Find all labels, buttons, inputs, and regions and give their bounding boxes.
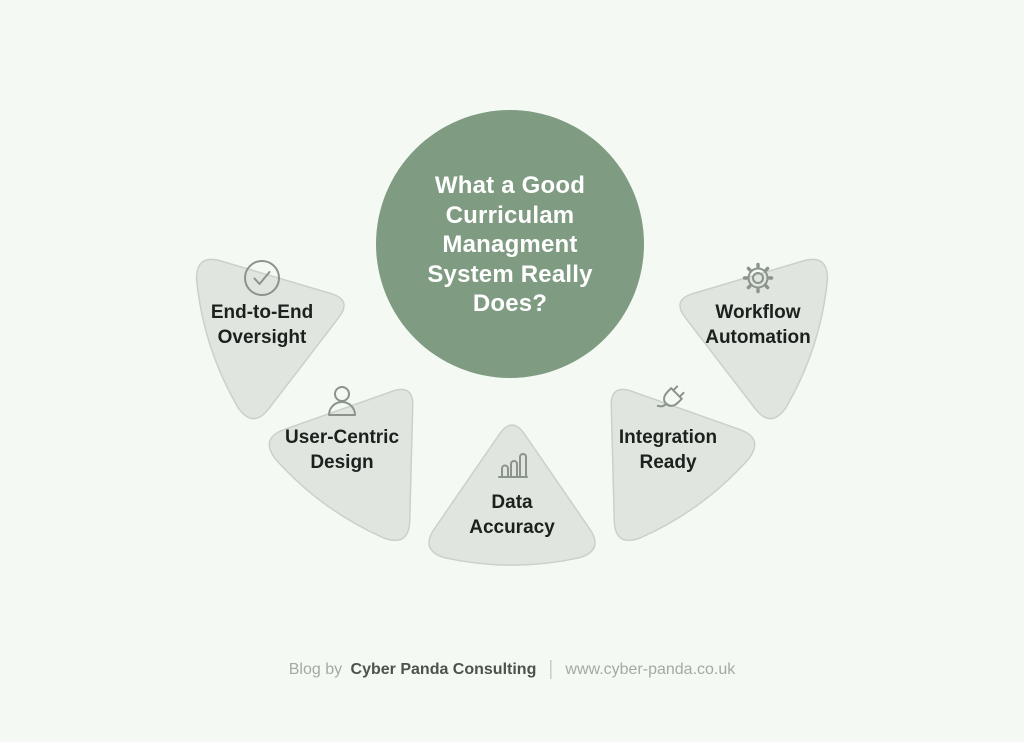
- plug-icon: [656, 385, 685, 408]
- person-icon: [328, 386, 356, 416]
- petal-label-integration-ready: Integration Ready: [618, 427, 718, 473]
- bar-chart-icon: [498, 453, 528, 478]
- footer-prefix: Blog by: [288, 661, 343, 678]
- footer-brand: Cyber Panda Consulting: [350, 661, 537, 678]
- title-line: Does?: [472, 290, 548, 317]
- petal-label-user-centric-design: User-Centric Design: [284, 427, 400, 473]
- check-circle-icon: [244, 260, 280, 296]
- footer-url: www.cyber-panda.co.uk: [565, 661, 736, 678]
- gear-icon: [742, 262, 774, 294]
- petal-label-workflow-automation: Workflow Automation: [705, 302, 811, 348]
- petal-label-end-to-end-oversight: End-to-End Oversight: [210, 302, 314, 348]
- main-title: What a Good Curriculam Managment System …: [385, 171, 635, 319]
- footer-separator: |: [548, 658, 553, 680]
- title-line: Managment: [442, 231, 578, 258]
- center-circle: [376, 110, 644, 378]
- petal-label-data-accuracy: Data Accuracy: [469, 492, 555, 538]
- title-line: Curriculam: [445, 201, 575, 229]
- title-line: System Really: [427, 260, 593, 288]
- footer: Blog by Cyber Panda Consulting | www.cyb…: [0, 658, 1024, 680]
- title-line: What a Good: [434, 172, 586, 199]
